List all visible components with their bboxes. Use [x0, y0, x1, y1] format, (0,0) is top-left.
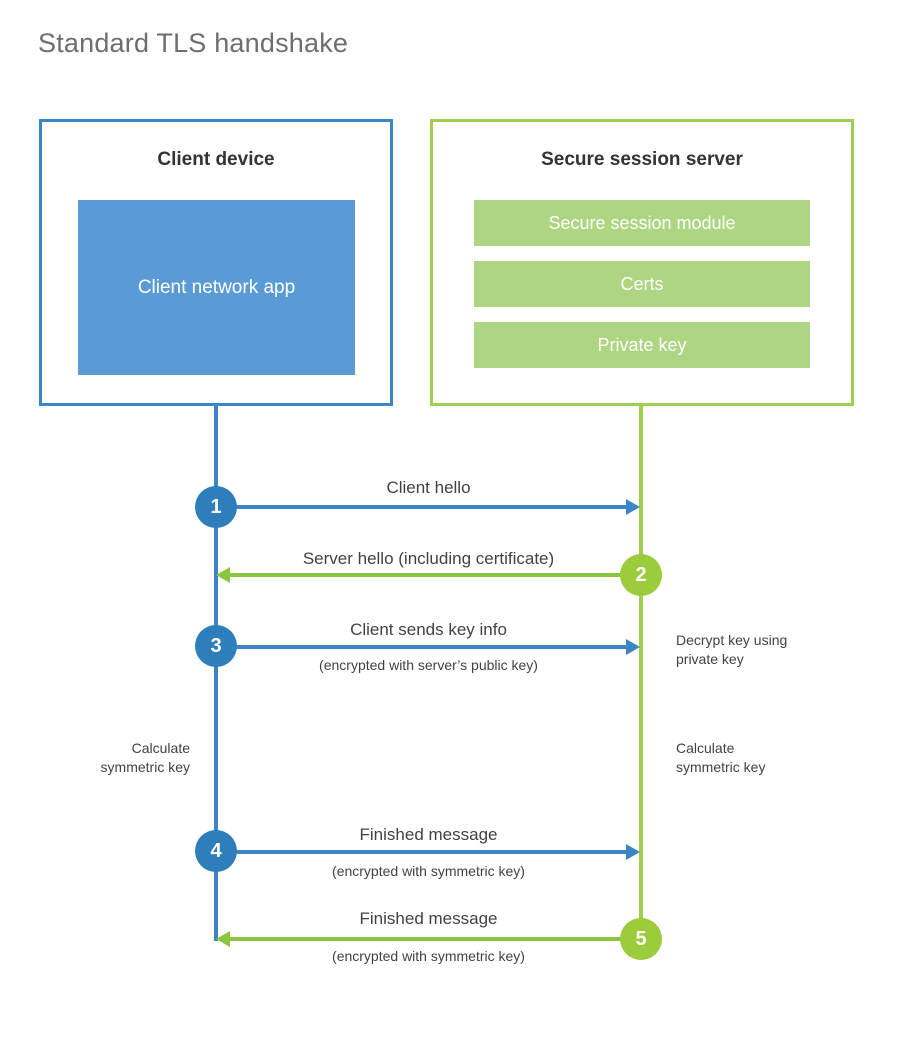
step-5-arrow [216, 931, 627, 947]
secure-session-server-title: Secure session server [541, 149, 743, 170]
step-5-sublabel: (encrypted with symmetric key) [332, 948, 525, 964]
client-network-app-box: Client network app [78, 200, 355, 375]
step-3-sublabel: (encrypted with server’s public key) [319, 657, 538, 673]
arrowhead-right-icon [626, 499, 640, 515]
step-4-sublabel: (encrypted with symmetric key) [332, 863, 525, 879]
step-1-arrow [216, 499, 640, 515]
step-marker-5: 5 [620, 918, 662, 960]
client-lifeline [214, 404, 218, 941]
arrowhead-right-icon [626, 639, 640, 655]
server-module-private-key: Private key [474, 322, 810, 368]
step-marker-2: 2 [620, 554, 662, 596]
server-calculate-symmetric-key-note: Calculate symmetric key [676, 740, 766, 775]
step-5-label: Finished message [359, 909, 498, 928]
step-3-arrow [216, 639, 640, 655]
client-device-box: Client device Client network app [39, 119, 393, 406]
server-module-certs: Certs [474, 261, 810, 307]
server-decrypt-note: Decrypt key using private key [676, 632, 788, 667]
secure-session-server-box: Secure session server Secure session mod… [430, 119, 854, 406]
step-marker-4: 4 [195, 830, 237, 872]
step-3-label: Client sends key info [350, 620, 507, 639]
step-4-arrow [216, 844, 640, 860]
server-module-secure-session-module: Secure session module [474, 200, 810, 246]
step-2-arrow [216, 567, 627, 583]
arrowhead-left-icon [216, 931, 230, 947]
step-2-label: Server hello (including certificate) [302, 549, 555, 568]
server-module-list: Secure session module Certs Private key [474, 200, 810, 368]
step-marker-1: 1 [195, 486, 237, 528]
step-marker-3: 3 [195, 625, 237, 667]
step-1-label: Client hello [386, 478, 471, 497]
arrowhead-right-icon [626, 844, 640, 860]
client-calculate-symmetric-key-note: Calculate symmetric key [100, 740, 190, 775]
server-lifeline [639, 404, 643, 941]
arrowhead-left-icon [216, 567, 230, 583]
step-4-label: Finished message [359, 825, 498, 844]
client-device-title: Client device [157, 149, 275, 170]
page-title: Standard TLS handshake [38, 28, 349, 58]
